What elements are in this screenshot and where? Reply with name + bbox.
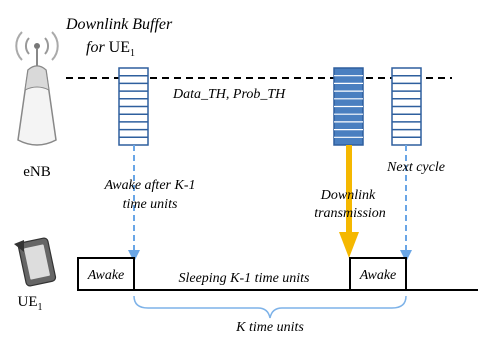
k-units-brace	[133, 295, 407, 319]
next-cycle-label: Next cycle	[386, 160, 445, 175]
buffer-title-line1: Downlink Buffer	[65, 16, 173, 33]
k-units-label: K time units	[235, 320, 304, 335]
enb-label: eNB	[23, 164, 51, 180]
threshold-label: Data_TH, Prob_TH	[172, 87, 286, 102]
ue-label: UE1	[18, 294, 43, 313]
buffer-next	[391, 67, 422, 146]
awake-after-line2: time units	[123, 197, 178, 212]
downlink-line2: transmission	[314, 206, 386, 221]
buffer-title-line2: for UE1	[86, 39, 135, 59]
awake-after-line1: Awake after K-1	[104, 178, 196, 193]
enb-tower-icon	[15, 31, 59, 146]
sleeping-label: Sleeping K-1 time units	[178, 271, 310, 286]
downlink-line1: Downlink	[320, 188, 376, 203]
arrow-awake-after	[128, 145, 140, 262]
buffer-transmit	[333, 67, 364, 146]
awake-box-left	[77, 257, 135, 291]
arrow-downlink	[339, 145, 359, 258]
awake-left-label: Awake	[87, 268, 125, 283]
buffer-left	[118, 67, 149, 146]
awake-right-label: Awake	[359, 268, 397, 283]
arrow-next-cycle	[400, 145, 412, 262]
phone-icon	[14, 237, 57, 287]
awake-box-right	[349, 257, 407, 291]
